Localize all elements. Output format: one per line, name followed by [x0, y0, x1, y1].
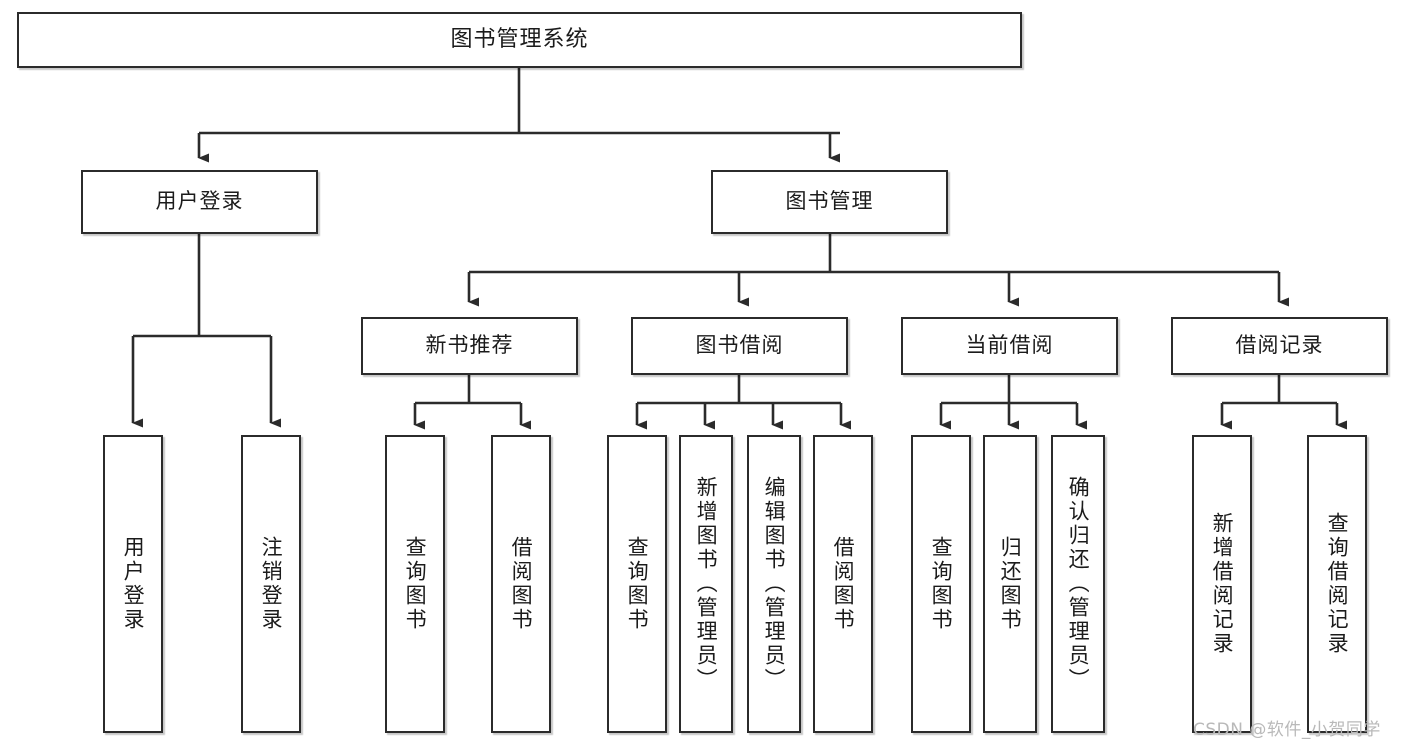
node-label: 注销登录: [259, 536, 284, 632]
csdn-watermark: CSDN @软件_小贺同学: [1193, 720, 1381, 740]
node-leaf-add-book-admin[interactable]: 新增图书（管理员）: [679, 435, 733, 733]
node-leaf-query-borrow-record[interactable]: 查询借阅记录: [1307, 435, 1367, 733]
node-label: 图书管理系统: [450, 26, 589, 52]
node-leaf-edit-book-admin[interactable]: 编辑图书（管理员）: [747, 435, 801, 733]
node-leaf-add-borrow-record[interactable]: 新增借阅记录: [1192, 435, 1252, 733]
node-user-login[interactable]: 用户登录: [81, 170, 318, 234]
node-leaf-query-book-current[interactable]: 查询图书: [911, 435, 971, 733]
node-leaf-query-book-borrow[interactable]: 查询图书: [607, 435, 667, 733]
node-label: 用户登录: [121, 536, 146, 632]
node-new-book-recommend[interactable]: 新书推荐: [361, 317, 578, 375]
node-label: 借阅图书: [509, 536, 534, 632]
node-leaf-lend-book[interactable]: 借阅图书: [813, 435, 873, 733]
node-label: 归还图书: [998, 536, 1023, 632]
node-label: 新书推荐: [425, 333, 514, 358]
node-label: 查询借阅记录: [1325, 512, 1350, 656]
node-label: 查询图书: [625, 536, 650, 632]
node-leaf-confirm-return-admin[interactable]: 确认归还（管理员）: [1051, 435, 1105, 733]
node-leaf-query-book-recommend[interactable]: 查询图书: [385, 435, 445, 733]
node-book-management[interactable]: 图书管理: [711, 170, 948, 234]
node-leaf-return-book[interactable]: 归还图书: [983, 435, 1037, 733]
node-label: 当前借阅: [965, 333, 1054, 358]
node-label: 查询图书: [403, 536, 428, 632]
node-borrow-record[interactable]: 借阅记录: [1171, 317, 1388, 375]
node-label: 确认归还（管理员）: [1066, 476, 1091, 692]
node-label: 图书管理: [785, 189, 874, 214]
node-root-book-management-system[interactable]: 图书管理系统: [17, 12, 1022, 68]
node-book-borrow[interactable]: 图书借阅: [631, 317, 848, 375]
node-label: 用户登录: [155, 189, 244, 214]
node-label: 新增图书（管理员）: [694, 476, 719, 692]
node-current-borrow[interactable]: 当前借阅: [901, 317, 1118, 375]
node-leaf-logout[interactable]: 注销登录: [241, 435, 301, 733]
node-label: 借阅记录: [1235, 333, 1324, 358]
node-label: 编辑图书（管理员）: [762, 476, 787, 692]
node-label: 新增借阅记录: [1210, 512, 1235, 656]
node-label: 借阅图书: [831, 536, 856, 632]
node-leaf-user-login[interactable]: 用户登录: [103, 435, 163, 733]
node-label: 图书借阅: [695, 333, 784, 358]
node-label: 查询图书: [929, 536, 954, 632]
node-leaf-borrow-book-recommend[interactable]: 借阅图书: [491, 435, 551, 733]
